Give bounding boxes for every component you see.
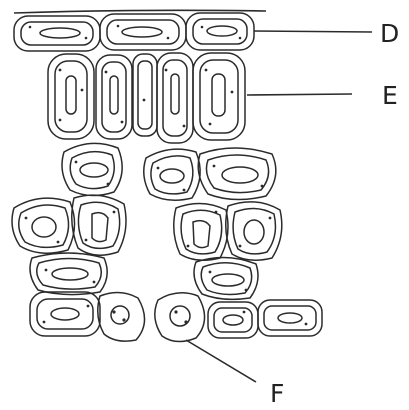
guard-cell	[98, 292, 145, 341]
palisade-layer	[48, 53, 245, 143]
spongy-cell	[72, 195, 126, 255]
lower-epidermal-cell	[30, 292, 100, 336]
spongy-cell	[62, 143, 122, 195]
leader-line-f	[186, 340, 256, 382]
leader-line-e	[247, 94, 352, 95]
label-f: F	[270, 379, 284, 408]
spongy-cell	[198, 148, 276, 200]
upper-epidermis	[14, 13, 254, 51]
lower-epidermis	[30, 292, 322, 342]
lower-epidermal-cell	[208, 302, 258, 338]
palisade-cell	[133, 54, 157, 136]
lower-epidermal-cell	[258, 300, 322, 336]
spongy-cell	[194, 257, 258, 299]
palisade-cell	[193, 53, 245, 140]
leader-line-d	[254, 31, 372, 32]
spongy-mesophyll	[12, 143, 282, 299]
spongy-cell	[174, 203, 228, 260]
epidermal-cell	[186, 13, 254, 50]
epidermal-cell	[100, 14, 186, 50]
palisade-cell	[157, 53, 193, 143]
palisade-cell	[48, 54, 94, 139]
spongy-cell	[144, 149, 200, 200]
label-d: D	[380, 19, 399, 48]
spongy-cell	[12, 198, 75, 253]
spongy-cell	[226, 202, 282, 260]
spongy-cell	[30, 253, 107, 295]
epidermal-cell	[14, 16, 100, 51]
palisade-cell	[96, 55, 132, 139]
guard-cell	[155, 293, 205, 342]
label-e: E	[382, 81, 398, 110]
